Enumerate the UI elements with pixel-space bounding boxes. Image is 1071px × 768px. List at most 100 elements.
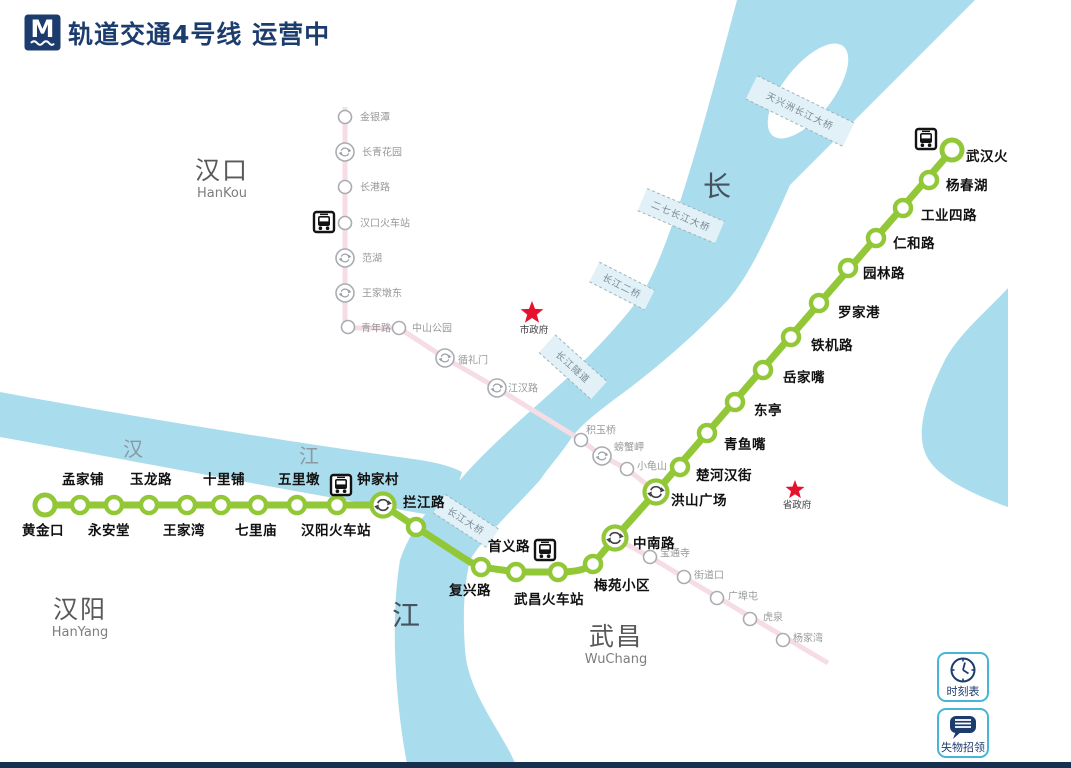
line2-station[interactable] (391, 320, 407, 336)
line4-station-label: 武汉火 (966, 148, 1008, 165)
line4-station[interactable] (286, 494, 308, 516)
line4-station[interactable] (69, 494, 91, 516)
timetable-button[interactable]: 时刻表 (937, 652, 989, 702)
timetable-label: 时刻表 (946, 685, 980, 698)
district-name: 武昌 (589, 622, 643, 651)
transfer-icon (490, 383, 504, 393)
line4-station[interactable] (547, 561, 569, 583)
line2-station[interactable] (337, 109, 353, 125)
line2-station[interactable] (642, 549, 658, 565)
line4-station-label: 东亭 (754, 402, 782, 419)
line4-station[interactable] (32, 492, 58, 518)
line4-station[interactable] (780, 326, 802, 348)
lost-found-label: 失物招领 (941, 741, 985, 754)
line4-station-label: 杨春湖 (946, 177, 988, 194)
line4-station-label: 岳家嘴 (783, 369, 825, 386)
lost-found-button[interactable]: 失物招领 (937, 708, 989, 758)
transfer-icon (338, 288, 352, 298)
railway-station-icon (329, 473, 353, 497)
line4-station-label: 园林路 (863, 265, 905, 282)
line4-station[interactable] (103, 494, 125, 516)
line4-station-label: 仁和路 (893, 235, 935, 252)
line4-station[interactable] (405, 516, 427, 538)
wuhan-metro-logo-icon: M (24, 14, 61, 51)
railway-station-icon (312, 210, 336, 234)
line2-station-label: 汉口火车站 (360, 217, 410, 230)
line2-station[interactable] (337, 179, 353, 195)
line4-station[interactable] (601, 524, 629, 552)
transfer-icon (374, 498, 392, 512)
logo-letter: M (31, 15, 55, 43)
line2-station-label: 螃蟹岬 (614, 441, 644, 454)
district-latin-name: HanYang (52, 625, 109, 640)
line4-station-label: 工业四路 (921, 207, 977, 224)
line4-station-label: 拦江路 (403, 494, 445, 511)
line4-station[interactable] (210, 494, 232, 516)
river-character: 江 (392, 599, 420, 632)
line2-station-label: 金银潭 (360, 111, 390, 124)
line2-station[interactable] (742, 611, 758, 627)
line4-station-label: 十里铺 (203, 471, 245, 488)
river-character: 江 (299, 444, 319, 468)
line4-station[interactable] (696, 422, 718, 444)
line4-station[interactable] (669, 456, 691, 478)
district-name: 汉阳 (53, 595, 107, 624)
line2-station[interactable] (435, 348, 455, 368)
transfer-icon (595, 451, 609, 461)
district-latin-name: WuChang (585, 652, 647, 667)
line4-station[interactable] (724, 391, 746, 413)
line4-station-label: 青鱼嘴 (724, 436, 766, 453)
line2-station-label: 江汉路 (508, 382, 538, 395)
bottom-bar (0, 762, 1071, 768)
line2-station[interactable] (676, 569, 692, 585)
line4-station[interactable] (642, 478, 670, 506)
line4-station[interactable] (865, 227, 887, 249)
line2-station[interactable] (619, 461, 635, 477)
government-star-icon (785, 480, 805, 499)
line2-station[interactable] (487, 378, 507, 398)
line4-station[interactable] (505, 561, 527, 583)
line4-station[interactable] (939, 137, 965, 163)
lost-found-icon (950, 716, 976, 739)
yangtze-river (394, 0, 975, 768)
line2-station[interactable] (340, 319, 356, 335)
line2-station[interactable] (592, 446, 612, 466)
line2-station-label: 王家墩东 (362, 287, 402, 300)
line2-station-label: 中山公园 (412, 322, 452, 335)
line2-station-label: 循礼门 (458, 354, 488, 367)
line4-station[interactable] (138, 494, 160, 516)
line4-station[interactable] (752, 359, 774, 381)
transfer-icon (338, 253, 352, 263)
line4-station-label: 王家湾 (163, 522, 205, 539)
line4-station[interactable] (837, 257, 859, 279)
line2-station[interactable] (775, 632, 791, 648)
line4-station[interactable] (918, 169, 940, 191)
line2-station[interactable] (573, 432, 589, 448)
line4-station[interactable] (892, 197, 914, 219)
line4-station[interactable] (247, 494, 269, 516)
line2-station[interactable] (337, 215, 353, 231)
transfer-icon (338, 147, 352, 157)
line4-station[interactable] (369, 491, 397, 519)
line4-station-label: 铁机路 (811, 337, 853, 354)
line4-station-label: 梅苑小区 (594, 577, 650, 594)
line4-station-label: 黄金口 (22, 522, 64, 539)
line2-station-label: 青年路 (361, 322, 391, 335)
line2-station-label: 杨家湾 (793, 632, 823, 645)
line4-station[interactable] (176, 494, 198, 516)
line4-station[interactable] (470, 556, 492, 578)
line2-station[interactable] (709, 590, 725, 606)
line4-station[interactable] (582, 553, 604, 575)
line2-station[interactable] (335, 283, 355, 303)
line2-station[interactable] (335, 142, 355, 162)
line4-station[interactable] (326, 494, 348, 516)
line4-station-label: 首义路 (488, 538, 530, 555)
line4-station[interactable] (808, 292, 830, 314)
line2-station-label: 宝通寺 (660, 547, 690, 560)
line2-station[interactable] (335, 248, 355, 268)
bridge-band: 长江二桥 (589, 261, 655, 311)
line4-station-label: 钟家村 (357, 471, 399, 488)
landmark-label: 市政府 (520, 324, 549, 336)
